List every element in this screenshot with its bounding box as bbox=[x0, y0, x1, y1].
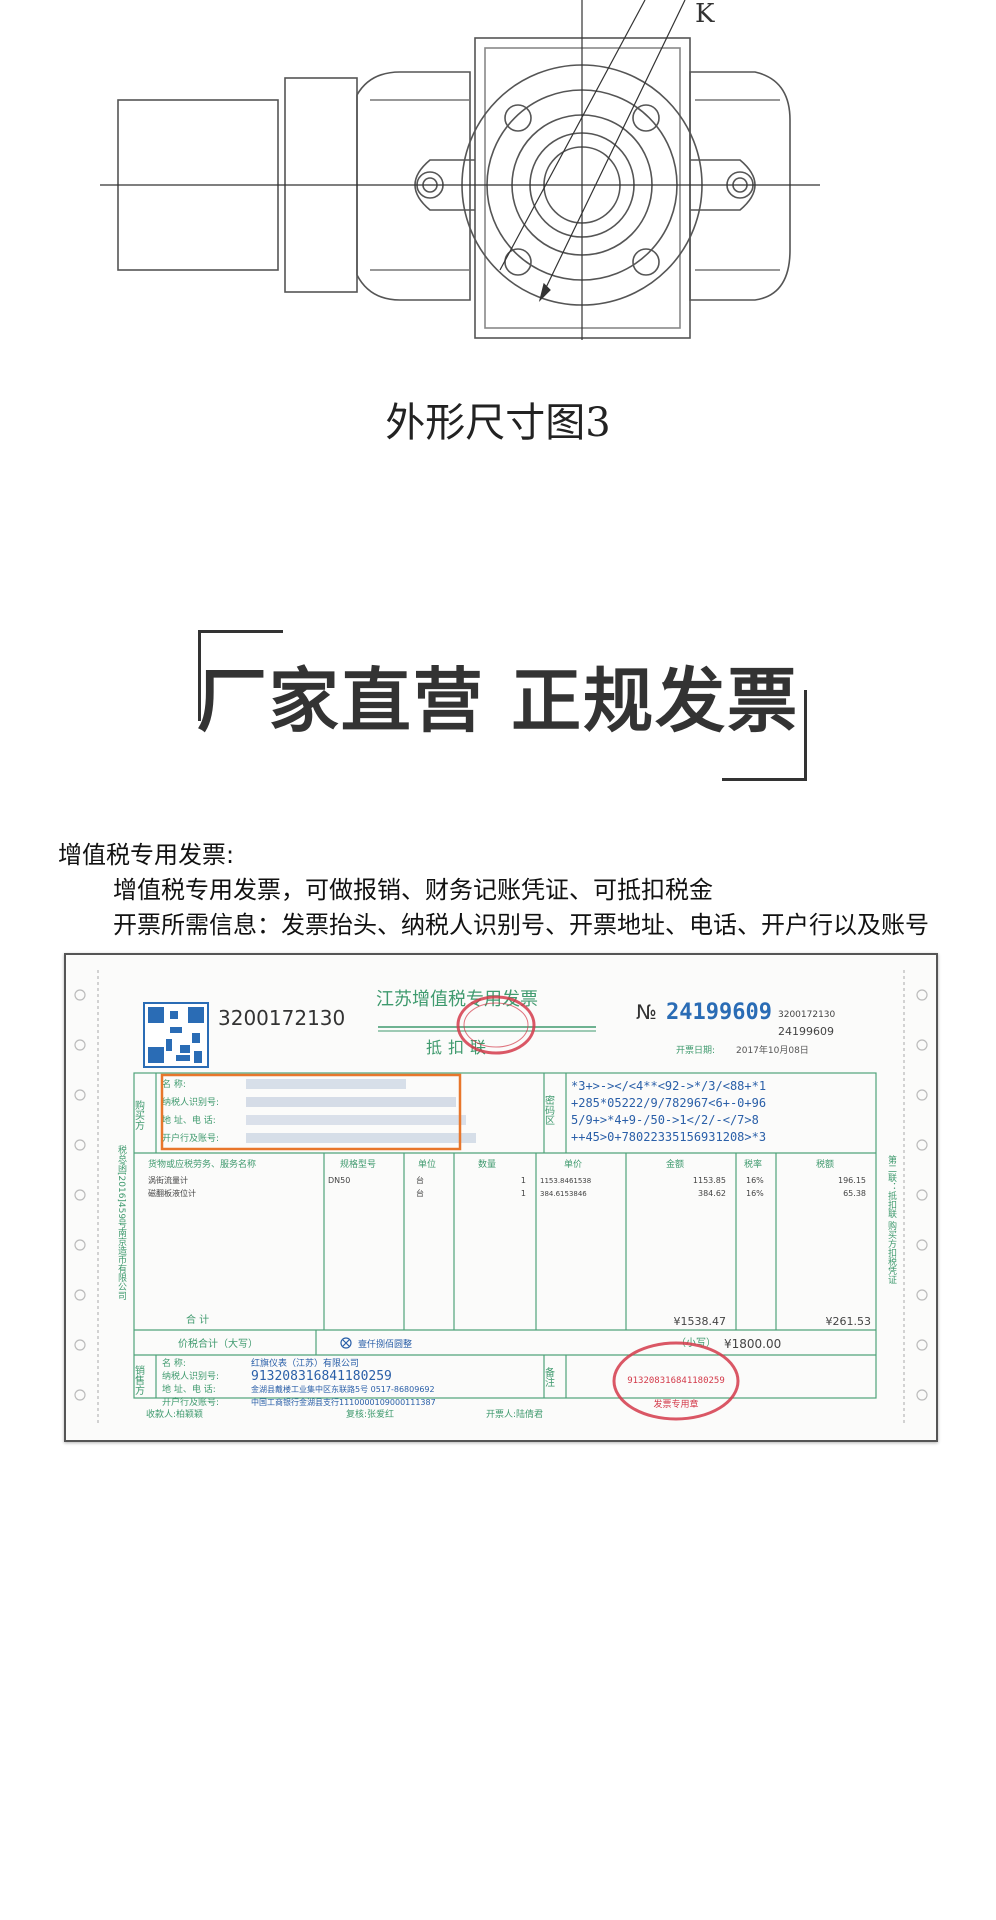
row-2-qty: 1 bbox=[521, 1189, 526, 1198]
right-margin-text: 第二联：抵扣联 购买方扣税凭证 bbox=[886, 1154, 897, 1284]
drawing-caption: 外形尺寸图3 bbox=[385, 400, 611, 446]
invoice-svg: 3200172130 江苏增值税专用发票 抵扣联 № 24199609 3200… bbox=[74, 970, 928, 1425]
buyer-label-bank: 开户行及账号: bbox=[162, 1132, 219, 1144]
payee: 收款人:柏颖颖 bbox=[146, 1408, 203, 1420]
dimension-line-k bbox=[539, 0, 686, 301]
total-words: 壹仟捌佰圆整 bbox=[358, 1338, 412, 1350]
cipher-line-2: +285*05222/9/782967<6+-0+96 bbox=[571, 1096, 766, 1110]
invoice-seal: 913208316841180259 发票专用章 bbox=[612, 1341, 740, 1421]
info-heading: 增值税专用发票: bbox=[58, 841, 235, 869]
invoice-code-right-1: 3200172130 bbox=[778, 1010, 836, 1020]
invoice-subtitle: 抵扣联 bbox=[426, 1038, 492, 1057]
header-rate: 税率 bbox=[744, 1158, 762, 1170]
cipher-line-1: *3+>-></<4**<92->*/3/<88+*1 bbox=[571, 1079, 766, 1093]
buyer-label-address: 地 址、电 话: bbox=[162, 1114, 216, 1126]
header-qty: 数量 bbox=[478, 1158, 496, 1170]
row-1-spec: DN50 bbox=[328, 1176, 350, 1185]
technical-drawing: K bbox=[100, 0, 820, 350]
row-1-amount: 1153.85 bbox=[693, 1176, 726, 1185]
row-1-qty: 1 bbox=[521, 1176, 526, 1185]
headline: 厂家直营 正规发票 bbox=[196, 660, 800, 742]
cipher-line-4: ++45>0+78022335156931208>*3 bbox=[571, 1130, 766, 1144]
sum-tax: ¥261.53 bbox=[826, 1315, 872, 1328]
row-1-unit: 台 bbox=[416, 1175, 424, 1185]
header-spec: 规格型号 bbox=[340, 1158, 376, 1170]
row-1-name: 涡街流量计 bbox=[148, 1175, 188, 1185]
tax-bureau-seal bbox=[456, 995, 536, 1055]
row-1-tax: 196.15 bbox=[838, 1176, 866, 1185]
cross-circle-icon bbox=[340, 1337, 352, 1349]
total-label: 价税合计（大写） bbox=[178, 1337, 258, 1350]
total-small: ¥1800.00 bbox=[724, 1337, 781, 1351]
perforation-holes bbox=[74, 989, 928, 1401]
invoice-number: 24199609 bbox=[666, 1000, 772, 1025]
left-margin-text: 税总函[2016]459号南京造币有限公司 bbox=[116, 1144, 127, 1300]
invoice-date-value: 2017年10月08日 bbox=[736, 1044, 809, 1056]
cipher-side-label: 密码区 bbox=[543, 1094, 555, 1125]
row-1-rate: 16% bbox=[746, 1176, 764, 1185]
row-1-price: 1153.8461538 bbox=[540, 1177, 591, 1185]
table-row: 磁翻板液位计 台 1 384.6153846 384.62 16% 65.38 bbox=[148, 1188, 866, 1198]
table-row: 涡街流量计 DN50 台 1 1153.8461538 1153.85 16% … bbox=[148, 1175, 866, 1185]
seller-bank: 中国工商银行金湖县支行1110000109000111387 bbox=[251, 1397, 436, 1407]
gearbox-outline-drawing: K bbox=[100, 0, 820, 340]
info-line-1: 增值税专用发票，可做报销、财务记账凭证、可抵扣税金 bbox=[113, 876, 713, 904]
sum-label: 合 计 bbox=[186, 1313, 209, 1326]
cipher-line-3: 5/9+>*4+9-/50->1</2/-</7>8 bbox=[571, 1113, 759, 1127]
header-item: 货物或应税劳务、服务名称 bbox=[148, 1158, 256, 1170]
seller-address: 金湖县戴楼工业集中区东联路5号 0517-86809692 bbox=[251, 1384, 435, 1394]
seal-text: 913208316841180259 bbox=[627, 1376, 725, 1386]
row-2-rate: 16% bbox=[746, 1189, 764, 1198]
seller-label-name: 名 称: bbox=[162, 1357, 186, 1369]
buyer-side-label: 购买方 bbox=[133, 1099, 145, 1131]
info-line-2: 开票所需信息：发票抬头、纳税人识别号、开票地址、电话、开户行以及账号 bbox=[113, 911, 929, 939]
invoice-title: 江苏增值税专用发票 bbox=[376, 989, 538, 1010]
headline-bracket-right bbox=[722, 690, 807, 781]
invoice-code-right-2: 24199609 bbox=[778, 1025, 834, 1038]
row-2-amount: 384.62 bbox=[698, 1189, 726, 1198]
remark-side-label: 备注 bbox=[543, 1366, 555, 1387]
seal-label: 发票专用章 bbox=[653, 1398, 698, 1410]
row-2-price: 384.6153846 bbox=[540, 1190, 587, 1198]
buyer-label-tax-id: 纳税人识别号: bbox=[162, 1096, 219, 1108]
dimension-label-k: K bbox=[695, 0, 715, 29]
header-price: 单价 bbox=[564, 1158, 582, 1170]
sum-amount: ¥1538.47 bbox=[674, 1315, 727, 1328]
invoice-image: 3200172130 江苏增值税专用发票 抵扣联 № 24199609 3200… bbox=[64, 953, 938, 1442]
seller-label-tax-id: 纳税人识别号: bbox=[162, 1370, 219, 1382]
buyer-info-blurred bbox=[246, 1079, 476, 1143]
invoice-date-label: 开票日期: bbox=[676, 1045, 715, 1056]
row-2-unit: 台 bbox=[416, 1188, 424, 1198]
invoice-number-symbol: № bbox=[636, 1000, 657, 1024]
seller-label-address: 地 址、电 话: bbox=[162, 1383, 216, 1395]
seller-tax-id: 913208316841180259 bbox=[251, 1369, 392, 1384]
drawer: 开票人:陆倩君 bbox=[486, 1408, 543, 1420]
header-amount: 金额 bbox=[666, 1158, 684, 1170]
header-unit: 单位 bbox=[418, 1158, 436, 1170]
buyer-label-name: 名 称: bbox=[162, 1078, 186, 1090]
row-2-name: 磁翻板液位计 bbox=[148, 1188, 196, 1198]
row-2-tax: 65.38 bbox=[843, 1189, 866, 1198]
invoice-info: 增值税专用发票: 增值税专用发票，可做报销、财务记账凭证、可抵扣税金 开票所需信… bbox=[58, 838, 929, 943]
invoice-code-left: 3200172130 bbox=[218, 1006, 345, 1030]
right-housing bbox=[689, 71, 791, 301]
highlight-box bbox=[160, 1073, 462, 1151]
invoice-table-grid bbox=[133, 1072, 877, 1399]
header-tax: 税额 bbox=[816, 1158, 834, 1170]
adapter-housing bbox=[356, 71, 471, 301]
seller-name: 红旗仪表（江苏）有限公司 bbox=[251, 1357, 359, 1369]
headline-bracket-left bbox=[198, 630, 283, 721]
reviewer: 复核:张爱红 bbox=[346, 1408, 394, 1420]
seller-side-label: 销售方 bbox=[133, 1364, 145, 1396]
qr-code bbox=[143, 1002, 209, 1068]
seller-label-bank: 开户行及账号: bbox=[162, 1396, 219, 1408]
total-small-label: （小写） bbox=[676, 1337, 716, 1349]
